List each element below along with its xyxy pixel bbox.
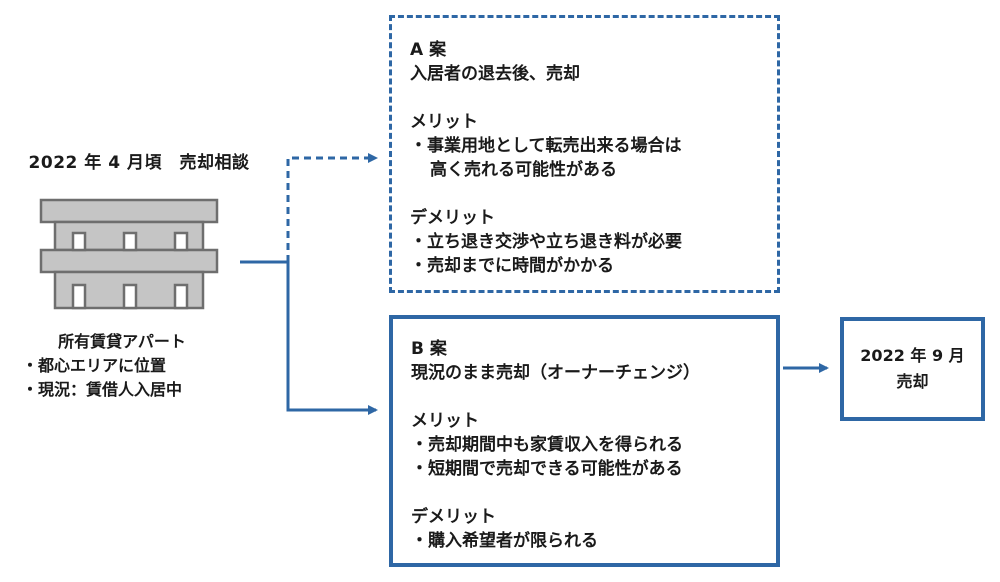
plan-b-merit-item: ・短期間で売却できる可能性がある bbox=[411, 459, 683, 479]
property-name: 所有賃貸アパート bbox=[58, 332, 186, 351]
result-box: 2022 年 9 月 売却 bbox=[840, 317, 985, 421]
result-date: 2022 年 9 月 bbox=[860, 346, 965, 365]
plan-a-merit-item: ・事業用地として転売出来る場合は bbox=[410, 136, 682, 156]
plan-b-merit-item: ・売却期間中も家賃収入を得られる bbox=[411, 435, 683, 455]
plan-a-label: A 案 bbox=[410, 40, 447, 60]
plan-a-demerit-heading: デメリット bbox=[410, 208, 495, 228]
plan-a-box: A 案 入居者の退去後、売却 メリット ・事業用地として転売出来る場合は 高く売… bbox=[389, 15, 780, 293]
consultation-title: 2022 年 4 月頃 売却相談 bbox=[28, 153, 250, 173]
plan-b-box: B 案 現況のまま売却（オーナーチェンジ） メリット ・売却期間中も家賃収入を得… bbox=[389, 315, 780, 567]
property-caption: 所有賃貸アパート ・都心エリアに位置 ・現況：賃借人入居中 bbox=[22, 330, 252, 402]
plan-a-merit-heading: メリット bbox=[410, 112, 478, 132]
plan-a-summary: 入居者の退去後、売却 bbox=[410, 64, 580, 84]
apartment-building-icon bbox=[39, 198, 219, 310]
property-bullet: ・都心エリアに位置 bbox=[22, 356, 167, 375]
plan-a-demerit-item: ・立ち退き交渉や立ち退き料が必要 bbox=[410, 232, 682, 252]
property-bullet: ・現況：賃借人入居中 bbox=[22, 380, 183, 399]
plan-b-demerit-item: ・購入希望者が限られる bbox=[411, 531, 598, 551]
plan-b-demerit-heading: デメリット bbox=[411, 507, 496, 527]
result-label: 売却 bbox=[896, 372, 929, 391]
plan-b-summary: 現況のまま売却（オーナーチェンジ） bbox=[411, 363, 700, 383]
plan-b-label: B 案 bbox=[411, 339, 447, 359]
plan-a-merit-item-cont: 高く売れる可能性がある bbox=[430, 160, 617, 180]
plan-b-merit-heading: メリット bbox=[411, 411, 479, 431]
plan-a-demerit-item: ・売却までに時間がかかる bbox=[410, 256, 614, 276]
connector-to-a bbox=[286, 153, 378, 262]
connector-to-b bbox=[240, 260, 378, 415]
